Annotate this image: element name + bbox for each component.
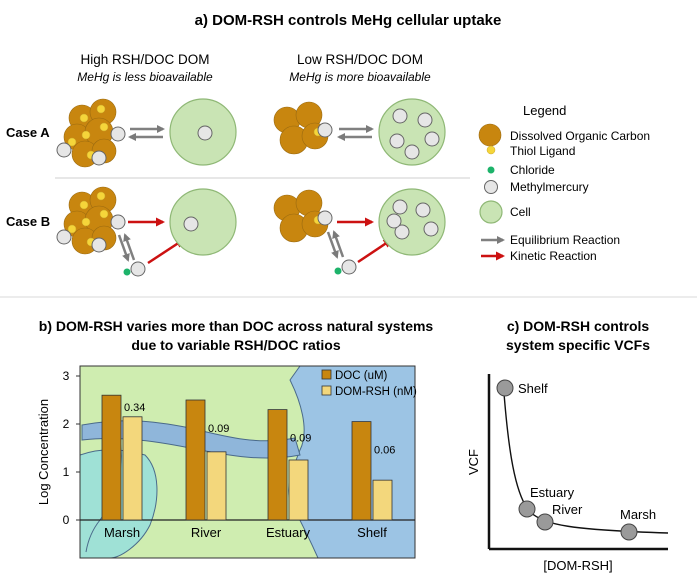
- x-category-label: River: [191, 525, 222, 540]
- case-b-low-equilibrium-arrows: [326, 230, 345, 259]
- bar-legend: DOC (uM) DOM-RSH (nM): [321, 369, 417, 398]
- point-estuary: [518, 500, 536, 518]
- case-b-high-cell: [169, 188, 237, 256]
- case-b-low-methylmercury: [317, 210, 333, 226]
- bar-doc: [185, 399, 206, 521]
- case-a-high-equilibrium-arrows: [128, 125, 165, 141]
- legend-label-cell: Cell: [510, 205, 531, 219]
- legend-title: Legend: [523, 103, 566, 118]
- case-a-high-doc-cluster: [63, 98, 117, 168]
- point-river: [536, 513, 554, 531]
- methylmercury-icon: [197, 125, 213, 141]
- legend-label-thiol: Thiol Ligand: [510, 144, 575, 158]
- legend: Dissolved Organic Carbon Thiol Ligand Ch…: [478, 123, 650, 263]
- legend-swatch-rsh: [321, 385, 332, 396]
- panel-c-title-line1: c) DOM-RSH controls: [507, 318, 650, 334]
- ratio-data-label: 0.06: [374, 445, 395, 457]
- case-b-label: Case B: [6, 214, 50, 229]
- point-label-river: River: [552, 502, 583, 517]
- bar-dom-rsh: [122, 416, 143, 521]
- case-a-high-cell: [169, 98, 237, 166]
- legend-label-chloride: Chloride: [510, 163, 555, 177]
- case-b-high-equilibrium-arrows: [117, 233, 136, 262]
- x-category-label: Estuary: [266, 525, 311, 540]
- legend-swatch-doc: [321, 369, 332, 380]
- cell-circle-icon: [479, 200, 503, 224]
- vcf-points: [496, 379, 638, 541]
- ratio-data-label: 0.09: [208, 423, 229, 435]
- y-axis-label: Log Concentration: [36, 399, 51, 505]
- col-high-subtitle: MeHg is less bioavailable: [77, 70, 213, 84]
- plot-frame: [79, 365, 416, 559]
- bar-doc: [351, 421, 372, 521]
- panel-c-title-line2: system specific VCFs: [506, 337, 650, 353]
- bar-dom-rsh: [288, 459, 309, 521]
- y-tick-label: 3: [63, 369, 70, 383]
- panel-a-title: a) DOM-RSH controls MeHg cellular uptake: [195, 12, 502, 29]
- col-high-title: High RSH/DOC DOM: [80, 52, 209, 67]
- case-a-low-doc-cluster: [273, 101, 329, 155]
- legend-label-methylmercury: Methylmercury: [510, 180, 589, 194]
- point-label-shelf: Shelf: [518, 381, 548, 396]
- case-a-label: Case A: [6, 125, 50, 140]
- point-label-estuary: Estuary: [530, 485, 575, 500]
- case-b-low-cell: [378, 188, 446, 256]
- legend-label-doc: Dissolved Organic Carbon: [510, 129, 650, 143]
- y-tick-label: 1: [63, 465, 70, 479]
- legend-label-equilibrium: Equilibrium Reaction: [510, 233, 620, 247]
- doc-blob-icon: [478, 123, 502, 147]
- case-a-low-methylmercury: [317, 122, 333, 138]
- ratio-data-label: 0.34: [124, 402, 145, 414]
- chloride-dot-icon: [487, 166, 495, 174]
- thiol-dot-icon: [486, 145, 496, 155]
- case-b-high-kinetic-arrows: [128, 217, 185, 265]
- case-b-high-methylmercury: [56, 214, 126, 253]
- case-a-high-methylmercury: [56, 126, 126, 166]
- vcf-y-label: VCF: [466, 449, 481, 475]
- case-a-low-equilibrium-arrows: [337, 125, 374, 141]
- panel-b-title-line2: due to variable RSH/DOC ratios: [131, 337, 340, 353]
- legend-label-kinetic: Kinetic Reaction: [510, 249, 597, 263]
- vcf-x-label: [DOM-RSH]: [543, 558, 612, 573]
- bar-doc: [101, 394, 122, 521]
- y-tick-label: 0: [63, 513, 70, 527]
- case-b-high-chloride-complex: [123, 261, 146, 277]
- x-category-label: Marsh: [104, 525, 140, 540]
- case-b-low-chloride-complex: [334, 259, 357, 275]
- case-a-low-cell: [378, 98, 446, 166]
- legend-doc-label: DOC (uM): [335, 370, 388, 382]
- x-category-label: Shelf: [357, 525, 387, 540]
- col-low-subtitle: MeHg is more bioavailable: [289, 70, 431, 84]
- ratio-data-label: 0.09: [290, 433, 311, 445]
- point-label-marsh: Marsh: [620, 507, 656, 522]
- legend-rsh-label: DOM-RSH (nM): [335, 386, 417, 398]
- point-marsh: [620, 523, 638, 541]
- col-low-title: Low RSH/DOC DOM: [297, 52, 423, 67]
- bar-doc: [267, 409, 288, 521]
- panel-b-title-line1: b) DOM-RSH varies more than DOC across n…: [39, 318, 434, 334]
- case-b-low-kinetic-arrows: [337, 217, 393, 264]
- bar-dom-rsh: [372, 479, 393, 521]
- point-shelf: [496, 379, 514, 397]
- methylmercury-circle-icon: [484, 180, 498, 194]
- bar-dom-rsh: [206, 451, 227, 521]
- y-tick-label: 2: [63, 417, 70, 431]
